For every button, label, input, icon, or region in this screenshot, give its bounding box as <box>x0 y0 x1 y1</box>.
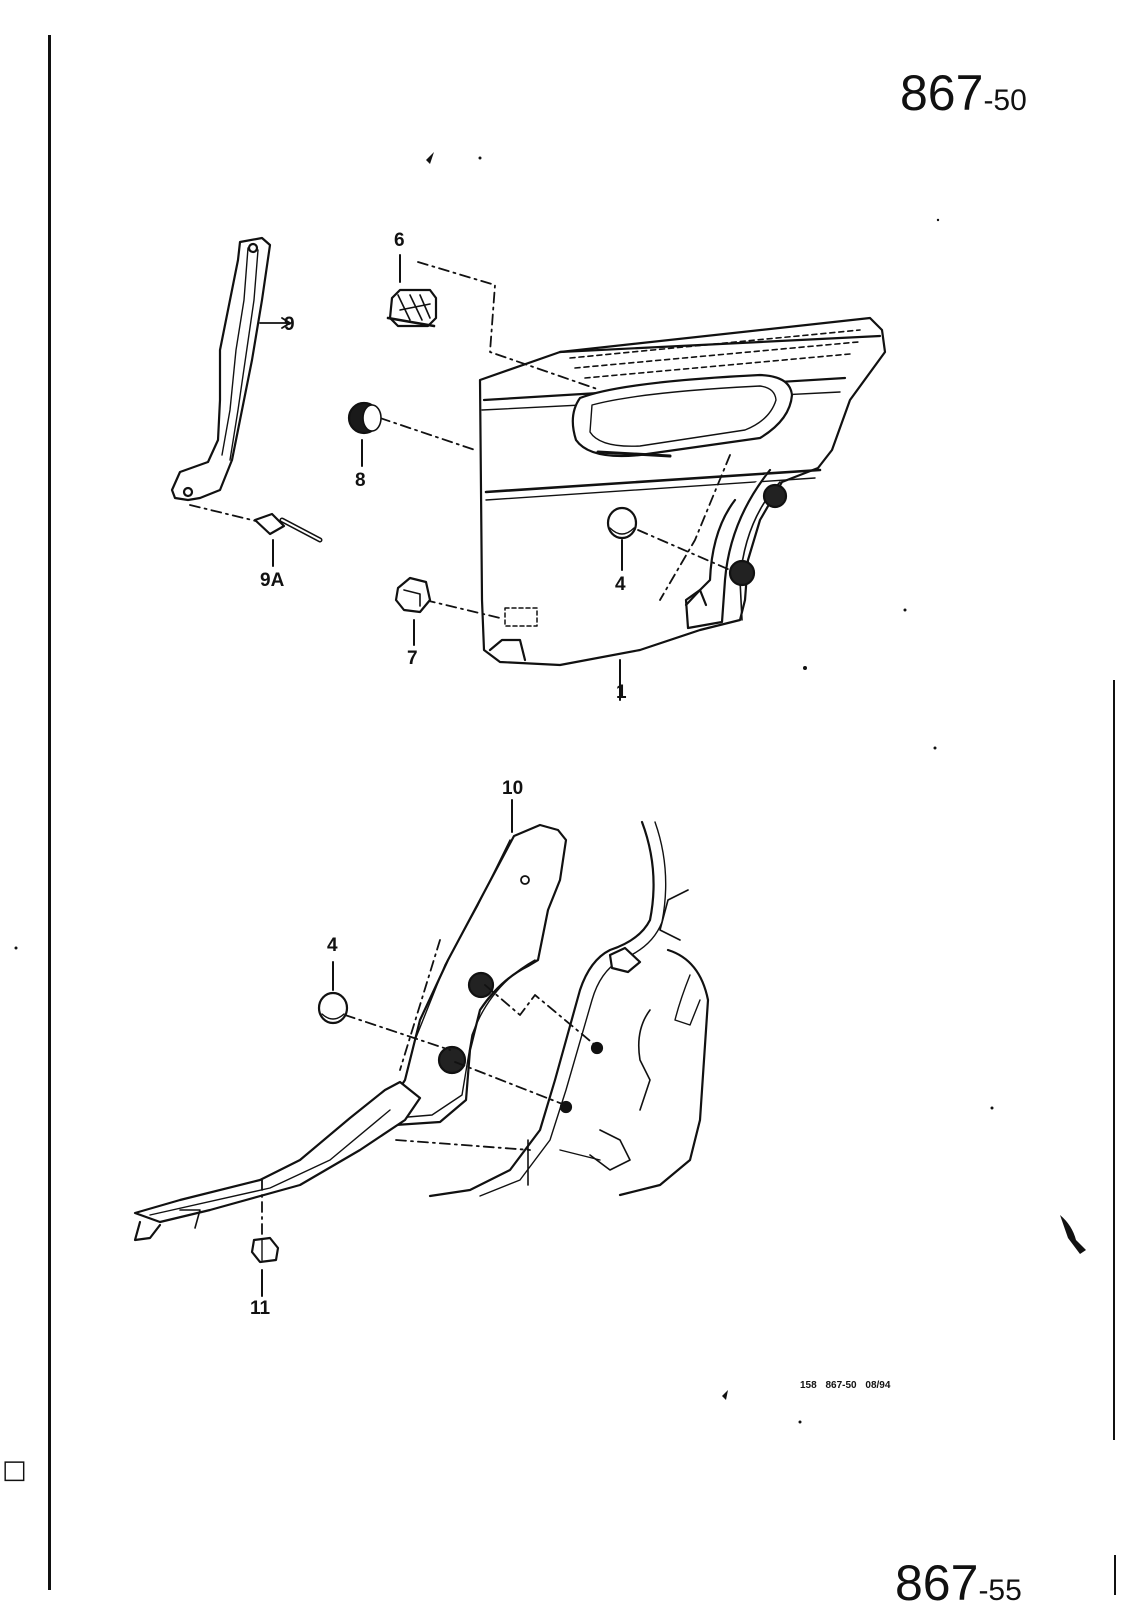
right-binding-line <box>1113 680 1115 1440</box>
cap-4-upper <box>606 506 731 571</box>
leader-lower-c <box>454 1061 566 1106</box>
leader-9a <box>189 504 261 523</box>
grommet-8 <box>347 401 382 467</box>
leader-6 <box>417 261 601 391</box>
body-shell <box>428 820 710 1198</box>
page-number-top-main: 867 <box>900 65 984 121</box>
trim-panel <box>478 316 887 667</box>
right-binding-line-bottom <box>1114 1555 1116 1595</box>
leader-8 <box>379 417 476 451</box>
scan-specks <box>14 152 1086 1424</box>
page-number-top: 867-50 <box>900 68 1027 118</box>
left-binding-line <box>48 35 51 1590</box>
callout-9a: 9A <box>260 570 285 591</box>
clip-6 <box>386 254 438 328</box>
leader-panel <box>659 454 731 601</box>
callout-10: 10 <box>502 778 524 799</box>
bracket-9 <box>170 236 291 502</box>
callout-4-lower: 4 <box>327 935 338 956</box>
leader-lower-a <box>395 939 531 1151</box>
leader-7 <box>424 599 501 619</box>
rivet-9a <box>253 512 323 567</box>
callout-6: 6 <box>394 230 405 251</box>
callout-7: 7 <box>407 648 418 669</box>
footer-reference: 158 867-50 08/94 <box>800 1380 891 1391</box>
callout-9: 9 <box>284 314 295 335</box>
clip-11 <box>250 1236 280 1297</box>
clip-7 <box>394 576 432 646</box>
page-number-top-suffix: -50 <box>983 84 1027 117</box>
cap-4-lower <box>317 961 349 1025</box>
margin-mark: □ <box>2 1455 27 1485</box>
leader-lower-b <box>484 984 596 1046</box>
callout-4-upper: 4 <box>615 574 626 595</box>
leader-4-lower <box>344 1014 451 1051</box>
callout-1: 1 <box>616 682 627 703</box>
wheelhouse-trim-10 <box>390 799 568 1127</box>
sill-trim <box>133 1080 422 1242</box>
callout-11: 11 <box>250 1298 271 1319</box>
callout-8: 8 <box>355 470 366 491</box>
